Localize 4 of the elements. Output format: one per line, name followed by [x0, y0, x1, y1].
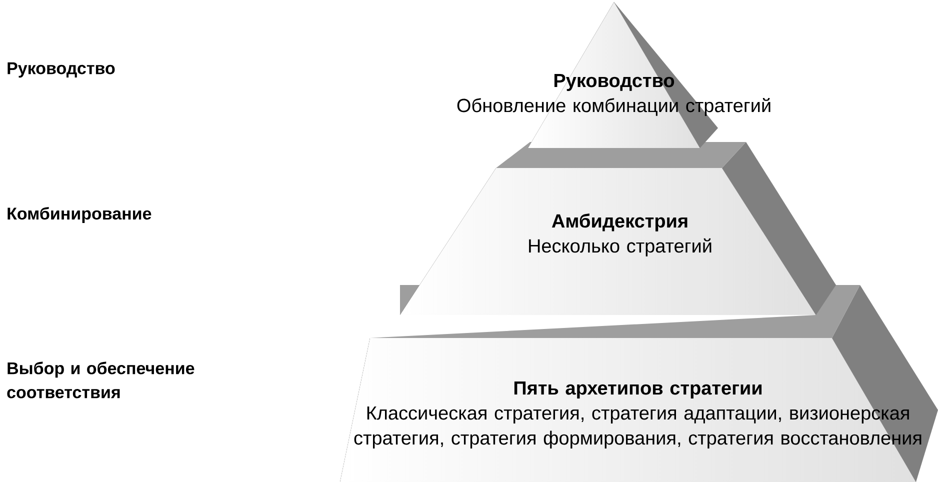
pyramid-tier: Амбидекстрия Несколько стратегий	[400, 142, 836, 315]
side-label: Руководство	[8, 62, 115, 78]
side-label: Выбор и обеспечение соответствия	[7, 362, 194, 398]
side-label: Комбинирование	[8, 207, 152, 223]
